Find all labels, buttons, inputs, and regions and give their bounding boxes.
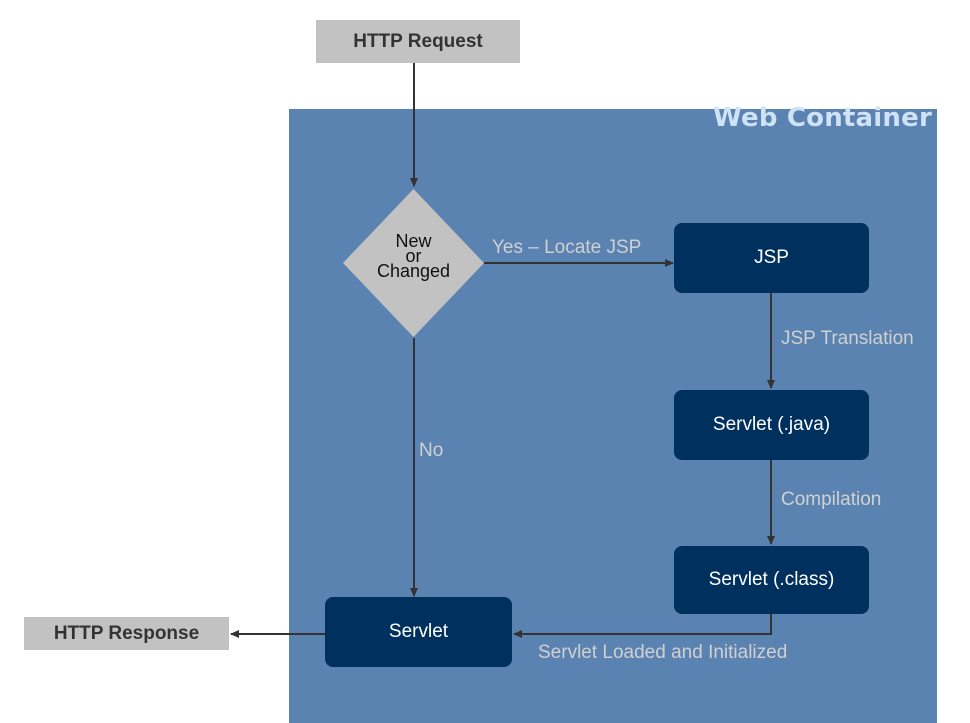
decision-diamond [343,189,484,337]
servlet-class-node: Servlet (.class) [674,546,869,614]
edge-label-loaded: Servlet Loaded and Initialized [538,642,788,663]
servlet-node: Servlet [325,597,512,667]
decision-label-line2: or [405,246,422,266]
decision-label-line3: Changed [376,261,451,281]
web-container-title: Web Container [713,103,932,133]
decision-label-line1: New [395,231,432,251]
edge-label-compilation: Compilation [781,489,882,510]
edge-label-no: No [419,440,444,461]
http-request-node: HTTP Request [316,20,520,63]
arrow-servlet-class-to-servlet [513,614,772,638]
decision-label: New or Changed [343,231,484,281]
edge-label-yes: Yes – Locate JSP [492,237,642,258]
http-response-node: HTTP Response [24,617,229,650]
edge-label-translation: JSP Translation [781,328,914,349]
jsp-node: JSP [674,223,869,293]
servlet-java-node: Servlet (.java) [674,390,869,460]
